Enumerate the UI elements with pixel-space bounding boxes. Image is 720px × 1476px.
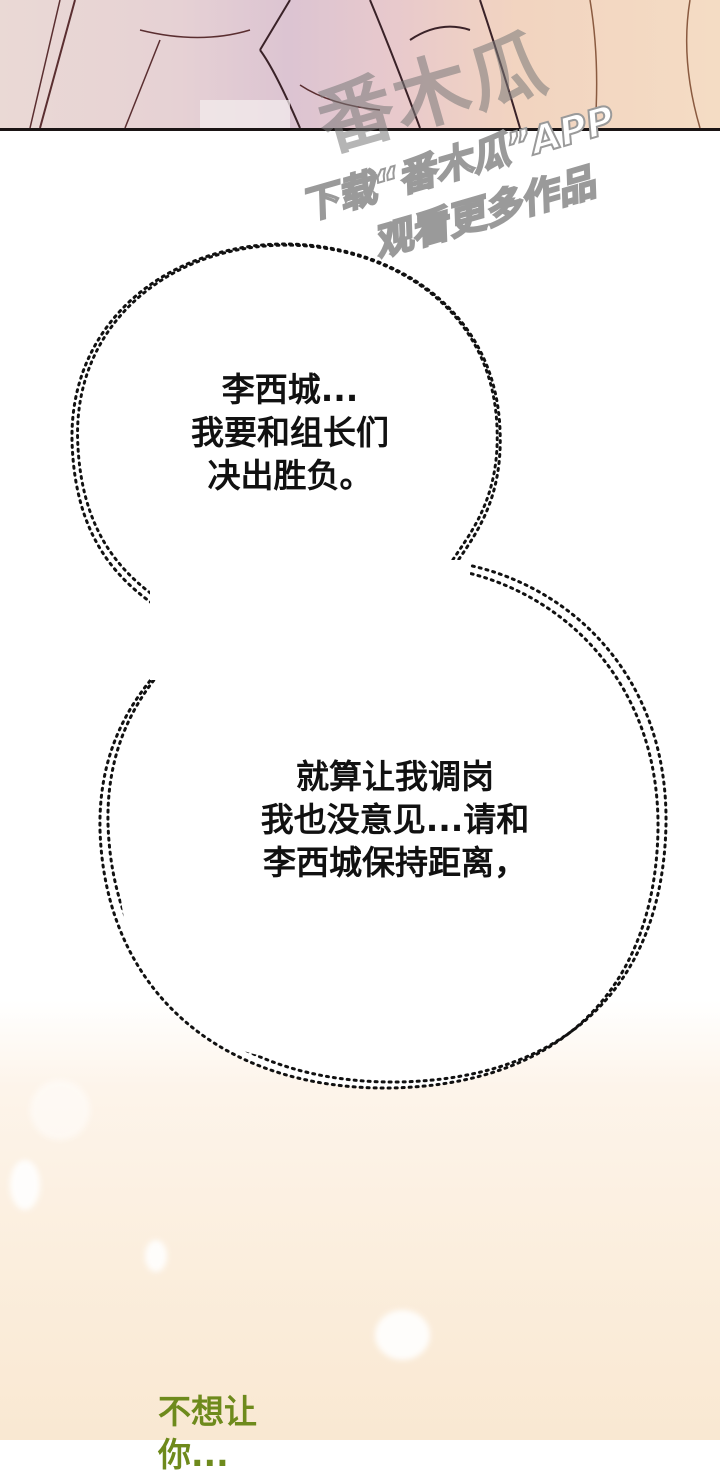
- speech-bubble-2: 就算让我调岗 我也没意见...请和 李西城保持距离，: [220, 755, 570, 884]
- bubble-1-line-1: 李西城...: [221, 370, 359, 409]
- narration-text: 不想让 你...: [158, 1390, 257, 1476]
- speech-bubble-1: 李西城... 我要和组长们 决出胜负。: [160, 368, 420, 497]
- bubble-1-line-3: 决出胜负。: [207, 456, 373, 495]
- bubble-2-line-2: 我也没意见...请和: [260, 800, 530, 839]
- narration-line-1: 不想让: [158, 1392, 257, 1431]
- sparkle-decoration: [30, 1080, 90, 1140]
- sparkle-decoration: [10, 1160, 40, 1210]
- narration-line-2: 你...: [158, 1435, 229, 1474]
- sparkle-decoration: [145, 1240, 167, 1272]
- thought-bubble-outlines: [70, 242, 668, 1090]
- bubble-2-line-1: 就算让我调岗: [296, 757, 494, 796]
- sparkle-decoration: [375, 1310, 430, 1360]
- bubble-2-line-3: 李西城保持距离，: [263, 843, 527, 882]
- comic-panel-top: [0, 0, 720, 131]
- bubble-1-line-2: 我要和组长们: [191, 413, 389, 452]
- panel-artwork: [29, 0, 701, 128]
